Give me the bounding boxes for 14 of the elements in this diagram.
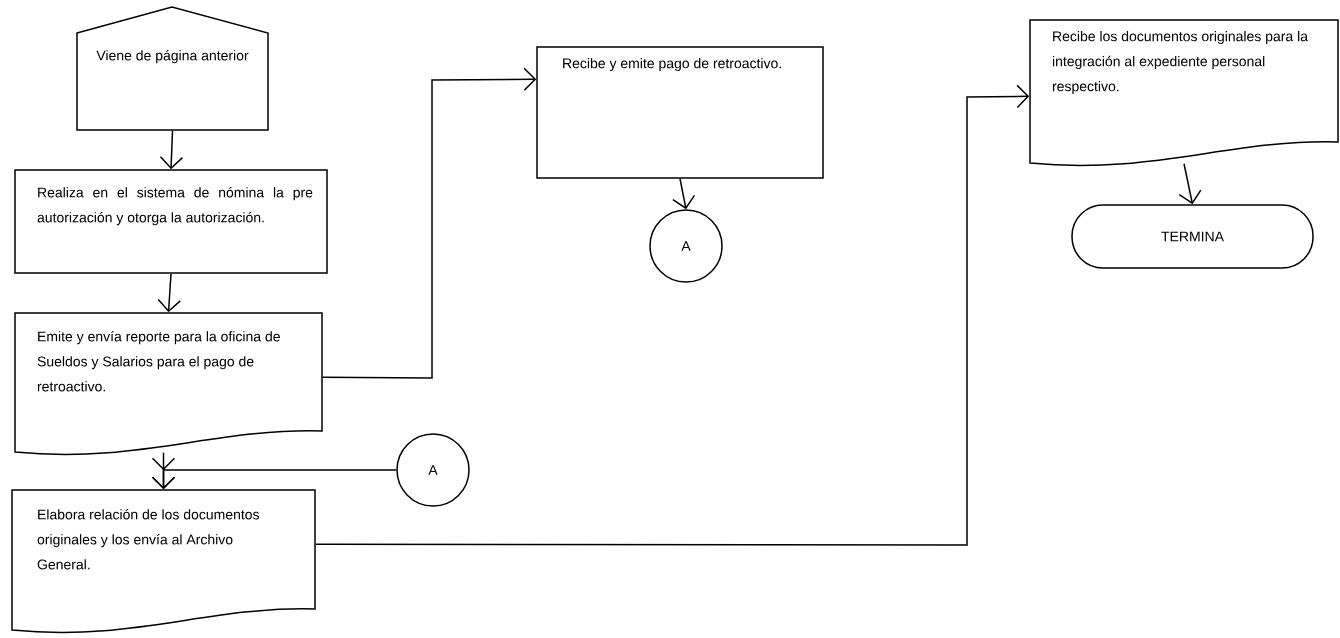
document-box: Recibe los documentos originales para la integración al expediente personal respectivo. <box>1029 19 1339 167</box>
document-box: Elabora relación de los documentos originales y los envía al Archivo General. <box>11 489 316 634</box>
arrow <box>315 84 1030 546</box>
arrow <box>322 67 537 379</box>
process-box: Recibe y emite pago de retroactivo. <box>536 46 824 179</box>
arrow <box>672 178 696 210</box>
off-page-connector: Viene de página anterior <box>76 6 269 131</box>
terminator-box: TERMINA <box>1071 204 1314 269</box>
process-box: Realiza en el sistema de nómina la pre autorización y otorga la autorización. <box>14 169 328 274</box>
arrow <box>151 457 397 490</box>
arrow <box>159 130 184 170</box>
arrow <box>157 273 181 313</box>
arrow <box>1178 163 1202 205</box>
document-box: Emite y envía reporte para la oficina de Sueldos y Salarios para el pago de retroactivo. <box>14 312 323 456</box>
